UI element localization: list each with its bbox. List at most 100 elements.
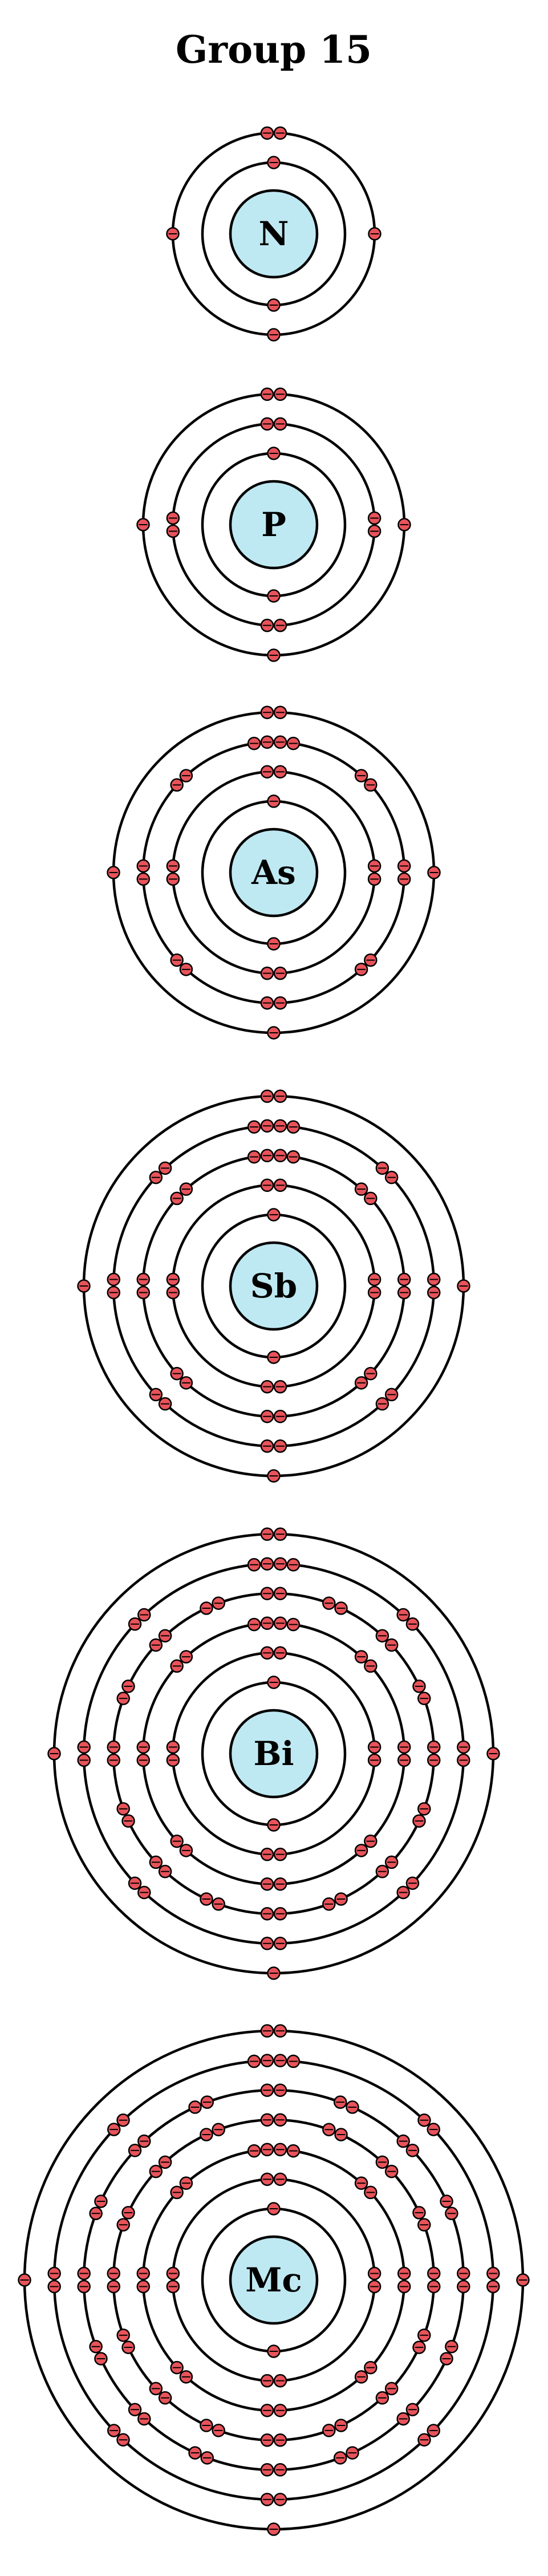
- electron: [136, 1753, 151, 1767]
- electron: [136, 1272, 151, 1287]
- electron: [260, 1149, 274, 1163]
- electron: [354, 2370, 368, 2384]
- electron: [128, 2403, 142, 2416]
- electron: [273, 2463, 287, 2477]
- nucleus: [229, 189, 319, 279]
- electron: [273, 2172, 287, 2186]
- electron: [137, 2412, 151, 2426]
- electron: [260, 2463, 274, 2477]
- electron: [247, 2054, 261, 2068]
- electron: [166, 859, 180, 873]
- electron: [260, 1557, 274, 1571]
- electron: [158, 1161, 172, 1175]
- electron: [397, 1753, 411, 1767]
- electron: [427, 2266, 441, 2281]
- electron: [107, 2424, 121, 2437]
- electron: [170, 2185, 184, 2200]
- electron: [260, 1380, 274, 1394]
- electron: [179, 2176, 193, 2190]
- electron: [368, 227, 381, 241]
- electron: [367, 1740, 381, 1754]
- electron: [260, 1847, 274, 1861]
- electron: [267, 156, 281, 169]
- electron: [427, 2279, 441, 2294]
- electron: [396, 2412, 410, 2426]
- electron: [397, 1272, 411, 1287]
- electron: [200, 2419, 213, 2432]
- electron: [149, 1170, 163, 1184]
- electron: [427, 1272, 441, 1287]
- electron: [107, 2123, 121, 2136]
- electron: [417, 2328, 431, 2342]
- electron: [364, 1834, 377, 1848]
- electron: [267, 1818, 281, 1832]
- electron: [267, 1966, 281, 1980]
- electron: [166, 1740, 180, 1754]
- electron: [170, 2360, 184, 2375]
- electron: [367, 524, 381, 538]
- electron: [273, 1149, 287, 1163]
- electron: [179, 1844, 193, 1857]
- electron: [158, 1629, 172, 1643]
- electron: [334, 1601, 348, 1615]
- electron: [273, 417, 287, 431]
- electron: [273, 387, 287, 401]
- atom-sb: Sb: [77, 1089, 470, 1483]
- electron: [427, 1740, 441, 1754]
- electron: [89, 2206, 103, 2221]
- electron: [260, 2172, 274, 2186]
- electron: [322, 1596, 336, 1610]
- electron: [440, 2352, 453, 2366]
- electron: [375, 1629, 389, 1643]
- electron: [397, 859, 411, 873]
- electron: [267, 2344, 281, 2358]
- electron: [412, 1814, 426, 1828]
- electron: [445, 2206, 458, 2221]
- electron: [354, 769, 368, 782]
- electron: [247, 1617, 261, 1632]
- electron: [260, 2143, 274, 2157]
- electron: [247, 736, 261, 751]
- electron: [267, 648, 281, 662]
- electron: [486, 2279, 500, 2294]
- electron: [116, 2113, 130, 2127]
- electron: [260, 1616, 274, 1630]
- electron: [396, 1885, 410, 1900]
- electron: [412, 2340, 426, 2354]
- electron: [188, 2446, 202, 2460]
- electron: [516, 2273, 530, 2287]
- electron: [412, 2206, 426, 2220]
- electron: [94, 2194, 108, 2208]
- electron: [367, 1753, 381, 1767]
- electron: [417, 2433, 431, 2447]
- electron: [179, 963, 193, 976]
- electron: [367, 2266, 381, 2281]
- electron: [367, 859, 381, 873]
- electron: [396, 2134, 410, 2148]
- electron: [417, 2218, 431, 2232]
- electron: [149, 1638, 163, 1652]
- electron: [286, 2144, 301, 2158]
- electron: [273, 2493, 287, 2506]
- electron: [396, 1608, 410, 1622]
- electron: [128, 1876, 142, 1890]
- electron: [267, 1676, 281, 1689]
- electron: [116, 1691, 130, 1705]
- electron: [397, 872, 411, 886]
- electron: [136, 518, 150, 532]
- electron: [273, 1646, 287, 1660]
- electron: [346, 2446, 359, 2460]
- electron: [260, 765, 274, 779]
- electron: [18, 2273, 31, 2287]
- electron: [273, 1439, 287, 1453]
- electron: [200, 2451, 214, 2465]
- electron: [273, 1089, 287, 1103]
- atom-p: P: [136, 387, 411, 662]
- electron: [89, 2339, 103, 2354]
- electron: [267, 1469, 281, 1483]
- electron: [121, 1814, 135, 1828]
- electron: [260, 1937, 274, 1950]
- electron: [375, 2391, 389, 2405]
- electron: [260, 1527, 274, 1541]
